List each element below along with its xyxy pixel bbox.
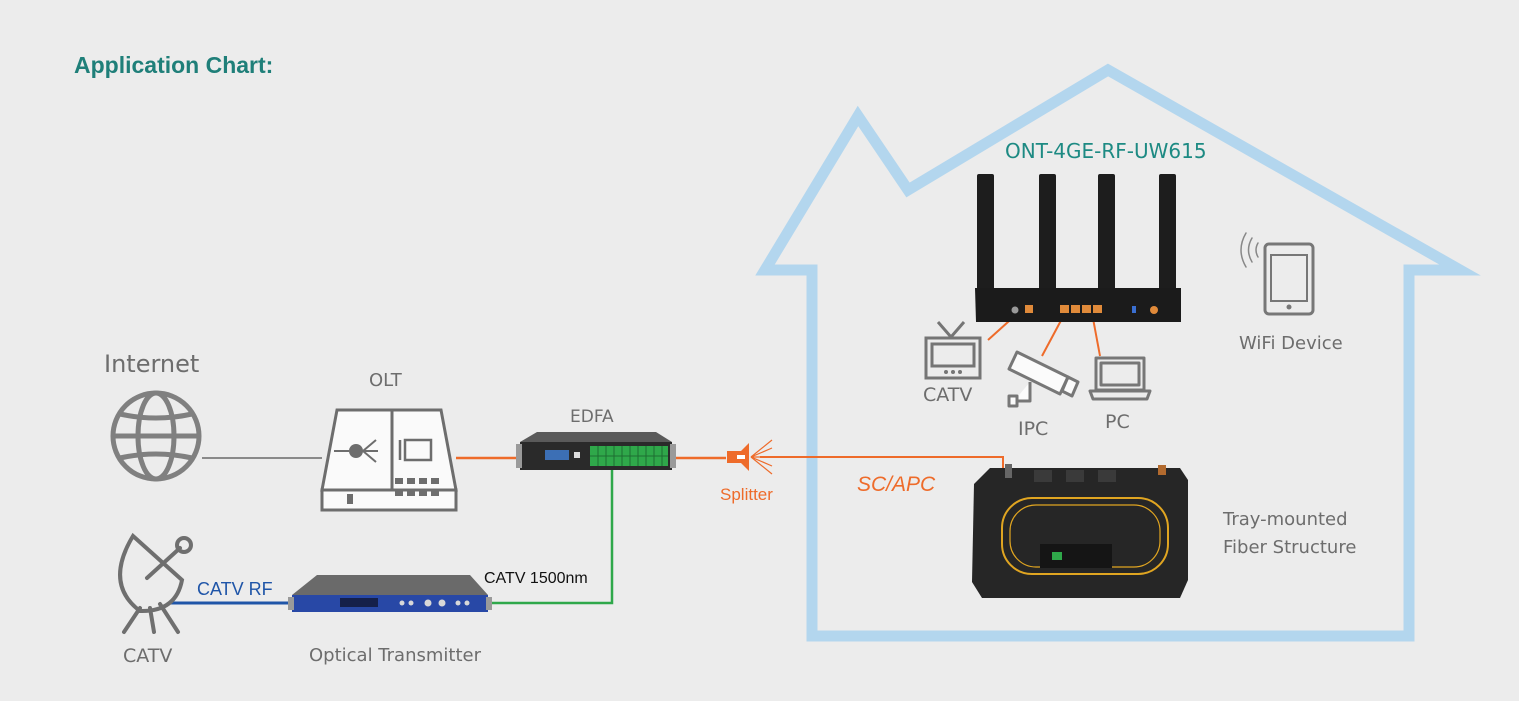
ip-camera-icon [1007,350,1080,408]
wifi-signal-icon [1240,232,1259,268]
tray-label-line1: Tray-mounted [1223,509,1348,530]
house-outline [755,63,1481,642]
laptop-icon [1088,356,1152,401]
edfa-icon [516,432,676,470]
edfa-label: EDFA [570,407,614,427]
olt-label: OLT [369,370,402,391]
catv-dish-label: CATV [123,645,173,667]
catv-1500nm-link [488,468,614,605]
sc-apc-label: SC/APC [857,473,936,496]
catv-1500nm-label: CATV 1500nm [484,570,588,587]
internet-label: Internet [104,350,200,378]
page-title: Application Chart: [74,52,274,78]
satellite-dish-icon [118,532,193,634]
olt-icon [320,408,458,512]
splitter-icon [727,439,773,475]
tv-icon [924,321,982,380]
fiber-tray-icon [972,464,1188,598]
catv-rf-label: CATV RF [197,579,273,599]
catv-tv-label: CATV [923,384,973,406]
ont-model-label: ONT-4GE-RF-UW615 [1005,139,1207,163]
globe-icon [110,390,202,482]
tablet-icon [1263,242,1315,316]
splitter-label: Splitter [720,485,773,504]
pc-label: PC [1105,411,1130,433]
optical-transmitter-icon [288,575,492,612]
optical-transmitter-label: Optical Transmitter [309,645,481,666]
ont-router-icon [975,174,1181,322]
ipc-label: IPC [1018,418,1049,440]
wifi-device-label: WiFi Device [1239,333,1343,354]
tray-label-line2: Fiber Structure [1223,537,1357,558]
